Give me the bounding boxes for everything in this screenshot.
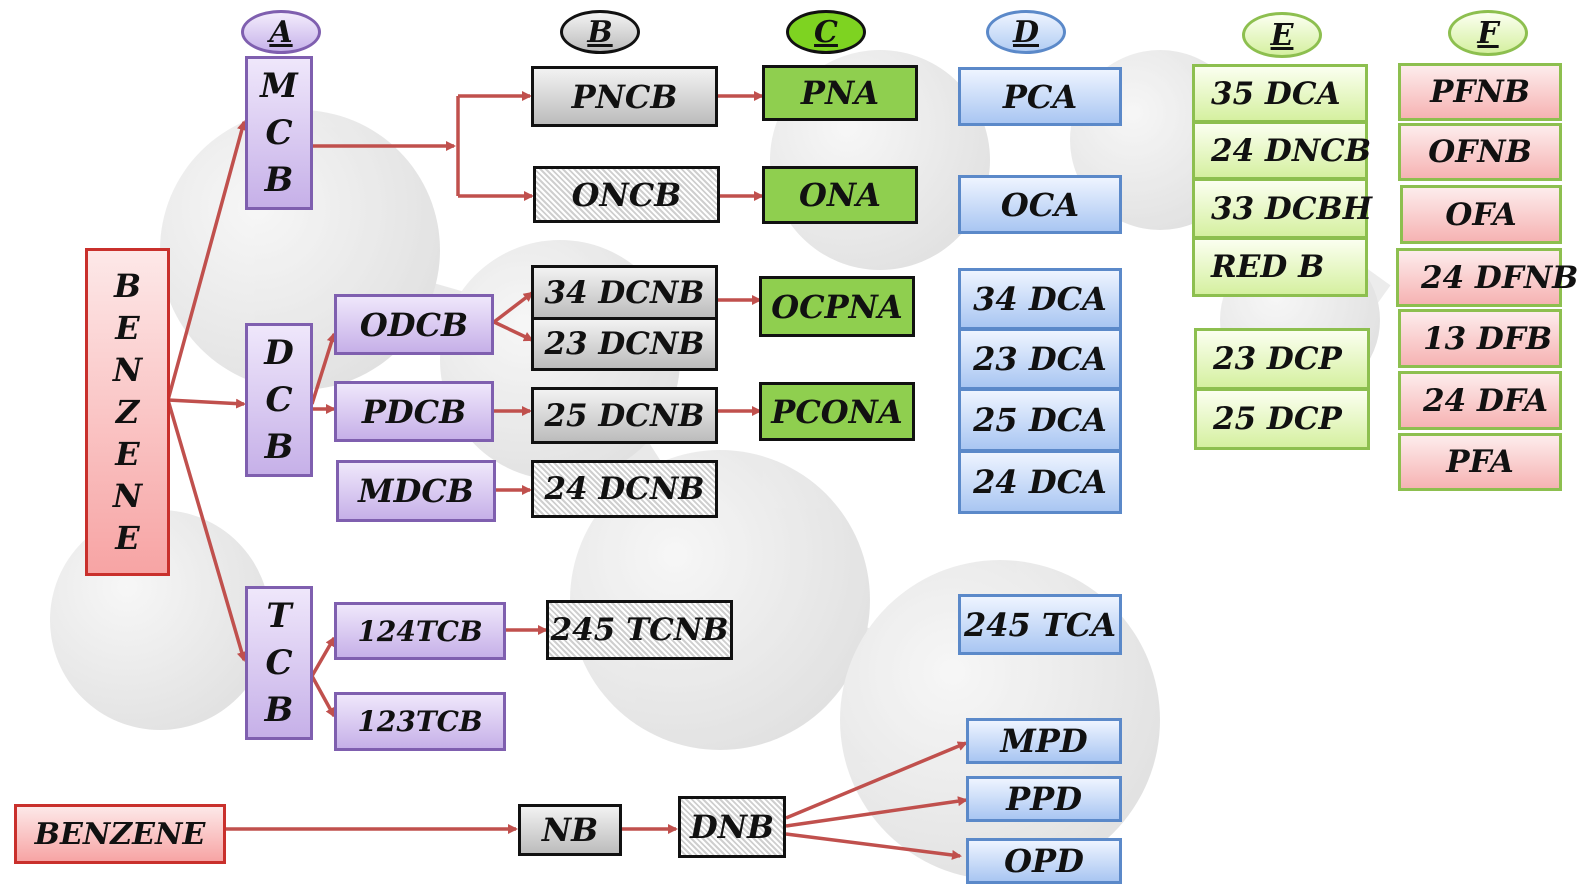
opd-box: OPD xyxy=(966,838,1122,884)
mcb-box: M C B xyxy=(245,56,313,210)
dca35-box: 35 DCA xyxy=(1192,64,1368,123)
dncb24-box: 24 DNCB xyxy=(1192,121,1371,180)
benzene-letter: N xyxy=(112,351,143,389)
benzene-letter: N xyxy=(112,477,143,515)
mcb-letter: M xyxy=(260,66,298,107)
benzene-letter: E xyxy=(115,435,140,473)
column-header-f: F xyxy=(1448,10,1528,56)
benzene-letter: E xyxy=(115,309,140,347)
pfnb-box: PFNB xyxy=(1398,63,1562,121)
mpd-box: MPD xyxy=(966,718,1122,764)
dcnb23-box: 23 DCNB xyxy=(531,317,718,371)
arrow-benzene-dcb xyxy=(167,398,246,409)
tcb-box: T C B xyxy=(245,586,313,740)
dcb-box: D C B xyxy=(245,323,313,477)
column-header-c: C xyxy=(786,10,866,54)
pcona-box: PCONA xyxy=(759,382,915,441)
dca23-box: 23 DCA xyxy=(958,328,1122,390)
pfa-box: PFA xyxy=(1398,433,1562,491)
tcb-letter: T xyxy=(266,596,292,637)
dcp25-box: 25 DCP xyxy=(1194,388,1370,450)
pna-box: PNA xyxy=(762,65,918,121)
column-header-e: E xyxy=(1242,12,1322,58)
arrow-benzene-tcb xyxy=(166,399,247,662)
dcb-letter: D xyxy=(264,333,294,374)
pdcb-box: PDCB xyxy=(334,381,494,442)
dcp23-box: 23 DCP xyxy=(1194,328,1370,390)
dcbh33-box: 33 DCBH xyxy=(1192,178,1372,239)
odcb-box: ODCB xyxy=(334,294,494,355)
dfa24-box: 24 DFA xyxy=(1398,371,1562,430)
dfb13-box: 13 DFB xyxy=(1398,309,1562,368)
arrow-dnb-ppd xyxy=(785,796,968,828)
tcb124-box: 124TCB xyxy=(334,602,506,660)
dcnb34-box: 34 DCNB xyxy=(531,265,718,320)
arrow-tcb-124tcb xyxy=(310,636,336,677)
arrow-tcb-123tcb xyxy=(310,675,336,718)
dcb-letter: C xyxy=(265,379,293,420)
ppd-box: PPD xyxy=(966,776,1122,822)
tcb123-box: 123TCB xyxy=(334,692,506,751)
dca24-box: 24 DCA xyxy=(958,450,1122,514)
arrow-odcb-34dcnb xyxy=(492,291,534,324)
mdcb-box: MDCB xyxy=(336,460,496,522)
mcb-letter: C xyxy=(265,112,293,153)
pncb-box: PNCB xyxy=(531,66,718,127)
tcnb245-box: 245 TCNB xyxy=(546,600,733,660)
ofnb-box: OFNB xyxy=(1398,123,1562,181)
oncb-box: ONCB xyxy=(533,166,720,223)
arrow-odcb-23dcnb xyxy=(493,320,534,342)
benzene-letter: Z xyxy=(115,393,140,431)
dca25-box: 25 DCA xyxy=(958,388,1122,452)
ocpna-box: OCPNA xyxy=(759,276,915,337)
dcb-letter: B xyxy=(264,426,294,467)
dca34-box: 34 DCA xyxy=(958,268,1122,330)
mcb-letter: B xyxy=(264,159,294,200)
pca-box: PCA xyxy=(958,67,1122,126)
redb-box: RED B xyxy=(1192,237,1368,297)
benzene-letter: E xyxy=(115,519,140,557)
dcnb24-box: 24 DCNB xyxy=(531,460,718,518)
dcnb25-box: 25 DCNB xyxy=(531,387,718,444)
ofa-box: OFA xyxy=(1400,185,1562,244)
nb-box: NB xyxy=(518,804,622,856)
tcb-letter: C xyxy=(265,642,293,683)
column-header-b: B xyxy=(560,10,640,54)
arrow-dcb-odcb xyxy=(310,332,337,405)
ona-box: ONA xyxy=(762,166,918,224)
arrow-dnb-mpd xyxy=(785,741,968,820)
arrow-benzene-mcb xyxy=(166,120,247,401)
dnb-box: DNB xyxy=(678,796,786,858)
column-header-a: A xyxy=(241,10,321,54)
benzene-letter: B xyxy=(113,267,142,305)
column-header-d: D xyxy=(986,10,1066,54)
dfnb24-box: 24 DFNB xyxy=(1396,248,1578,307)
benzene-vertical-box: B E N Z E N E xyxy=(85,248,170,576)
arrow-dnb-opd xyxy=(785,832,962,860)
oca-box: OCA xyxy=(958,175,1122,234)
benzene-bottom-box: BENZENE xyxy=(14,804,226,864)
tca245-box: 245 TCA xyxy=(958,594,1122,655)
tcb-letter: B xyxy=(264,689,294,730)
